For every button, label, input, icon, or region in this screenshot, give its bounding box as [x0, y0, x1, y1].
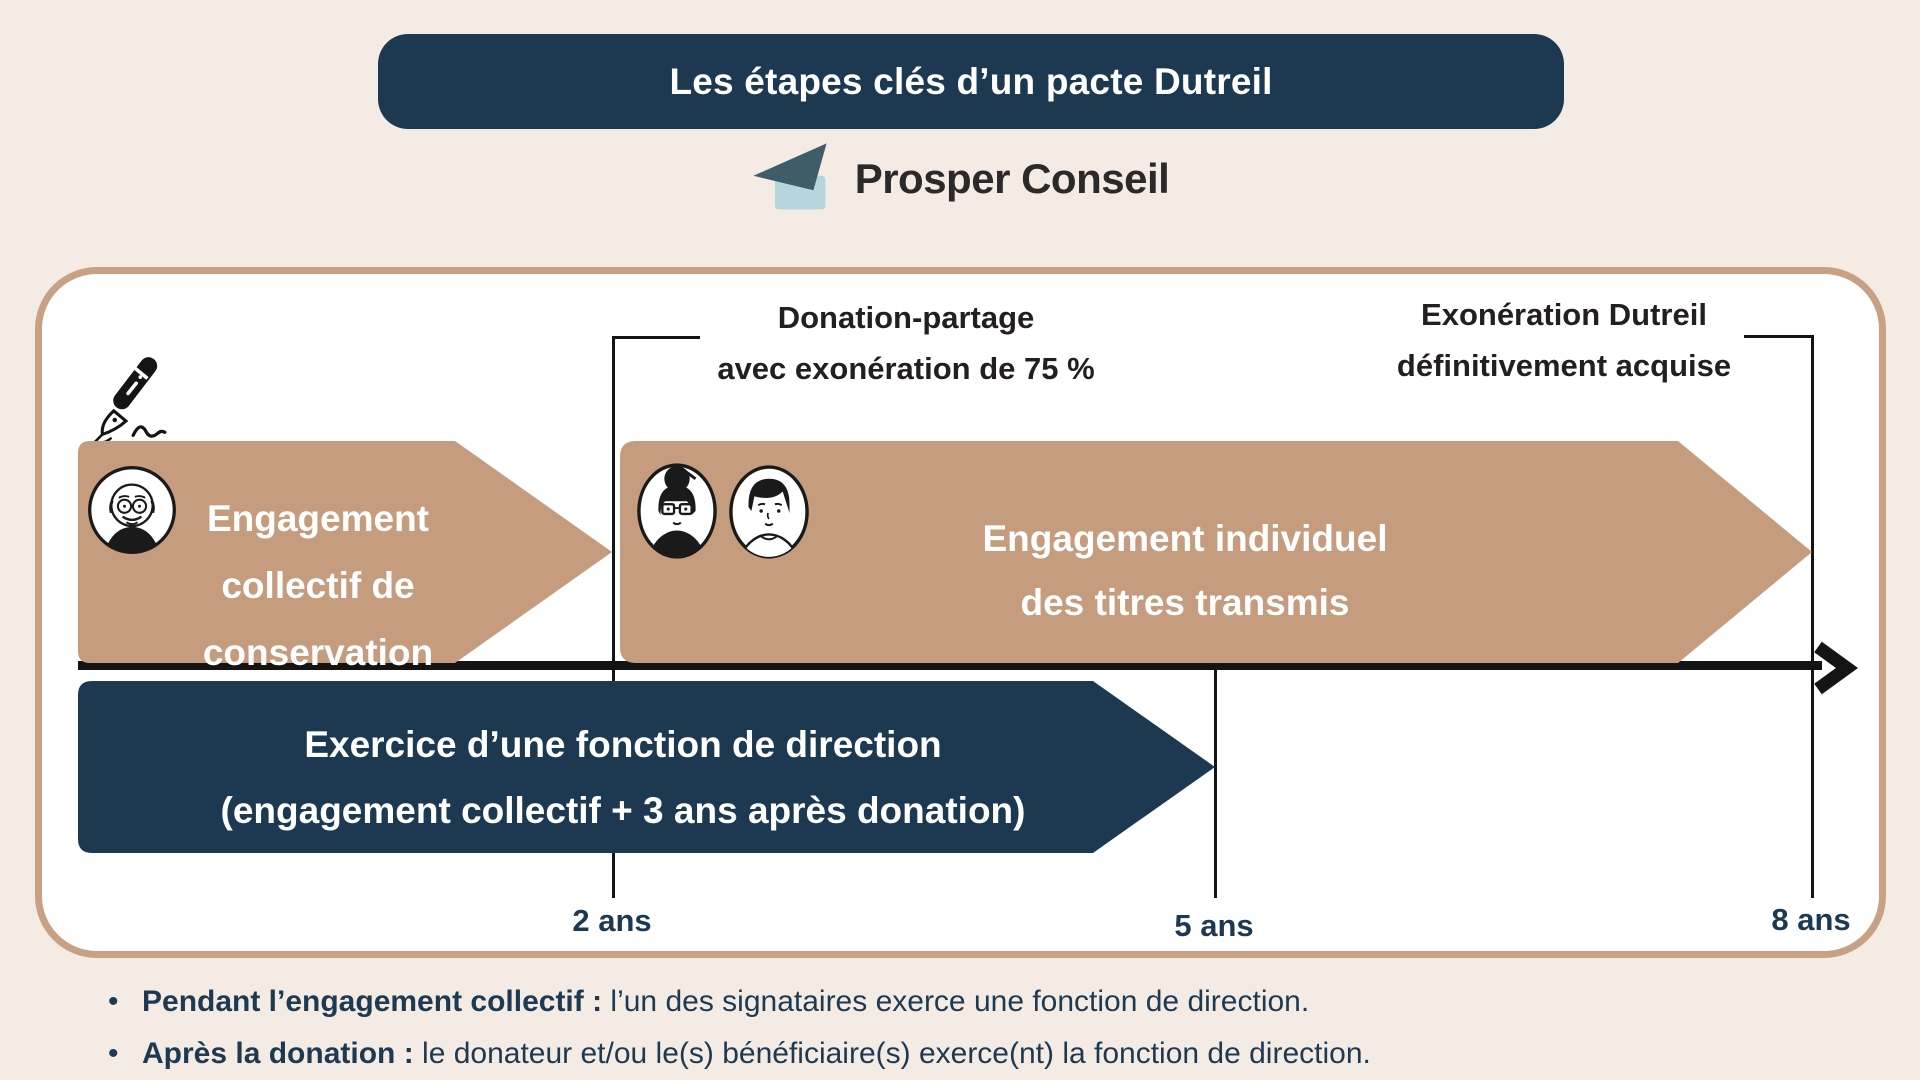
note-collective: • Pendant l’engagement collectif : l’un …: [108, 984, 1868, 1020]
timeline-label-5ans: 5 ans: [1174, 908, 1254, 943]
exoneration-bracket-line: [1744, 335, 1814, 338]
individual-engagement-arrow: Engagement individuel des titres transmi…: [620, 441, 1815, 663]
note-collective-text: l’un des signataires exerce une fonction…: [610, 985, 1310, 1018]
collective-engagement-arrow: Engagement collectif de conservation: [78, 441, 613, 673]
exoneration-annotation: Exonération Dutreil définitivement acqui…: [1304, 289, 1824, 391]
exoneration-annotation-line2: définitivement acquise: [1396, 348, 1732, 383]
donation-annotation-line2: avec exonération de 75 %: [717, 351, 1095, 386]
donation-annotation: Donation-partage avec exonération de 75 …: [646, 292, 1166, 394]
timeline-label-2ans: 2 ans: [572, 903, 652, 938]
note-donation-text: le donateur et/ou le(s) bénéficiaire(s) …: [422, 1037, 1371, 1070]
page-title: Les étapes clés d’un pacte Dutreil: [669, 60, 1273, 102]
grandfather-avatar: [85, 463, 179, 562]
timeline-arrowhead-icon: [1810, 640, 1859, 701]
logo: Prosper Conseil: [0, 138, 1920, 220]
donation-bracket-line: [614, 336, 700, 339]
pen-signature-icon: [80, 342, 172, 455]
collective-engagement-label: Engagement collectif de conservation: [202, 498, 434, 673]
bullet-icon: •: [108, 1037, 119, 1070]
timeline-label-8ans: 8 ans: [1771, 902, 1851, 937]
note-donation-lead: Après la donation :: [142, 1037, 423, 1070]
direction-function-arrow: Exercice d’une fonction de direction (en…: [78, 681, 1218, 853]
logo-text: Prosper Conseil: [854, 155, 1170, 202]
title-banner: Les étapes clés d’un pacte Dutreil: [378, 34, 1564, 129]
marker-line-2ans: [612, 336, 615, 898]
note-collective-lead: Pendant l’engagement collectif :: [142, 985, 611, 1018]
mother-avatar: [636, 462, 718, 565]
marker-line-5ans: [1214, 666, 1217, 898]
direction-function-label: Exercice d’une fonction de direction (en…: [220, 724, 1026, 831]
son-avatar: [728, 464, 810, 565]
donation-annotation-line1: Donation-partage: [777, 300, 1035, 335]
paper-plane-logo-icon: [751, 141, 835, 218]
marker-line-8ans: [1811, 335, 1814, 898]
individual-engagement-label: Engagement individuel des titres transmi…: [982, 518, 1388, 623]
note-donation: • Après la donation : le donateur et/ou …: [108, 1036, 1868, 1072]
exoneration-annotation-line1: Exonération Dutreil: [1421, 297, 1707, 332]
bullet-icon: •: [108, 985, 119, 1018]
timeline-axis: [78, 661, 1822, 670]
